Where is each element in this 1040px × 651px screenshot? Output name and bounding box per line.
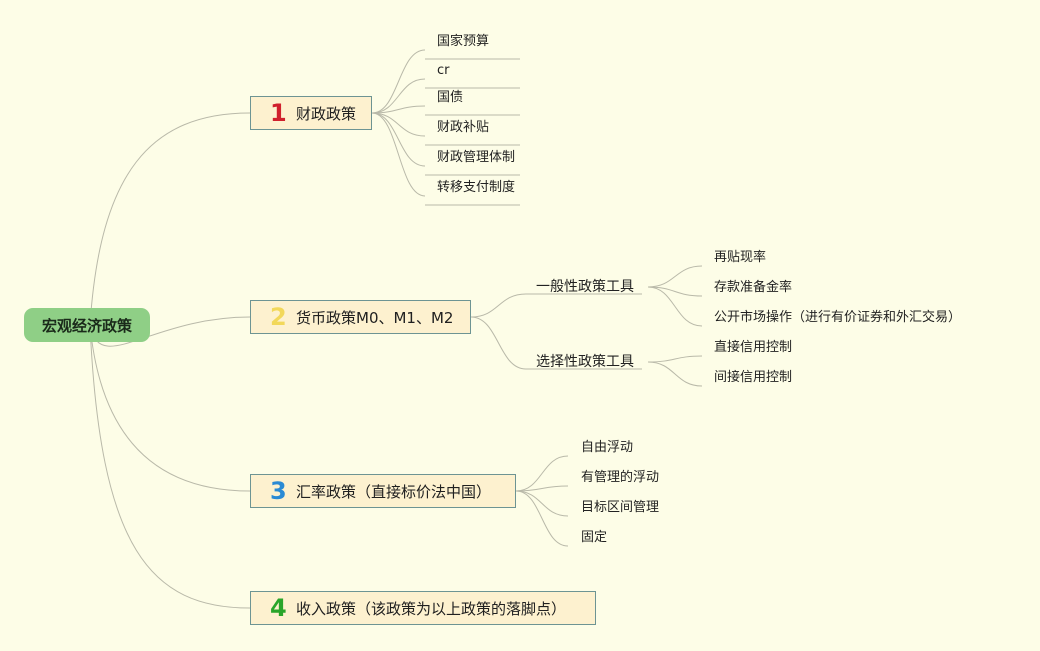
root-node[interactable]: 宏观经济政策 — [24, 308, 150, 342]
connector-line — [371, 49, 426, 114]
connector-line — [89, 112, 251, 326]
leaf-node[interactable]: 国债 — [437, 90, 464, 105]
branch-label: 汇率政策（直接标价法中国） — [296, 482, 492, 501]
leaf-node[interactable]: 再贴现率 — [714, 250, 767, 265]
subgroup-node[interactable]: 选择性政策工具 — [536, 354, 634, 370]
leaf-node[interactable]: 目标区间管理 — [581, 500, 660, 515]
connector-line — [89, 324, 251, 609]
connector-line — [470, 316, 527, 370]
connector-line — [371, 112, 426, 197]
leaf-node[interactable]: 国家预算 — [437, 34, 490, 49]
leaf-node[interactable]: 有管理的浮动 — [581, 470, 660, 485]
connector-line — [515, 485, 569, 492]
branch-monetary-policy[interactable]: 2 货币政策M0、M1、M2 — [250, 300, 471, 334]
connector-line — [371, 105, 426, 114]
leaf-node[interactable]: 转移支付制度 — [437, 180, 516, 195]
connector-line — [515, 490, 569, 547]
connector-line — [371, 112, 426, 167]
connector-line — [89, 324, 251, 492]
connector-line — [515, 490, 569, 517]
connector-line — [647, 361, 703, 387]
leaf-node[interactable]: 直接信用控制 — [714, 340, 793, 355]
branch-income-policy[interactable]: 4 收入政策（该政策为以上政策的落脚点） — [250, 591, 596, 625]
leaf-node[interactable]: 公开市场操作（进行有价证券和外汇交易） — [714, 310, 962, 325]
priority-4-icon: 4 — [270, 594, 287, 622]
connector-line — [647, 265, 703, 288]
subgroup-node[interactable]: 一般性政策工具 — [536, 279, 634, 295]
connector-line — [647, 355, 703, 363]
branch-fiscal-policy[interactable]: 1 财政政策 — [250, 96, 372, 130]
leaf-node[interactable]: 财政管理体制 — [437, 150, 516, 165]
leaf-node[interactable]: 自由浮动 — [581, 440, 634, 455]
connector-line — [515, 455, 569, 492]
priority-3-icon: 3 — [270, 477, 287, 505]
root-label: 宏观经济政策 — [41, 316, 132, 335]
connector-line — [647, 286, 703, 327]
leaf-node[interactable]: cr — [437, 63, 450, 78]
branch-label: 财政政策 — [296, 104, 357, 123]
branch-label: 货币政策M0、M1、M2 — [296, 308, 454, 327]
connector-line — [371, 78, 426, 114]
connector-line — [371, 112, 426, 137]
leaf-node[interactable]: 间接信用控制 — [714, 370, 793, 385]
connector-line — [470, 293, 527, 318]
leaf-node[interactable]: 存款准备金率 — [714, 280, 793, 295]
priority-2-icon: 2 — [270, 303, 287, 331]
leaf-node[interactable]: 财政补贴 — [437, 120, 490, 135]
leaf-node[interactable]: 固定 — [581, 530, 608, 545]
priority-1-icon: 1 — [270, 99, 287, 127]
branch-exchange-rate-policy[interactable]: 3 汇率政策（直接标价法中国） — [250, 474, 516, 508]
branch-label: 收入政策（该政策为以上政策的落脚点） — [296, 599, 567, 618]
